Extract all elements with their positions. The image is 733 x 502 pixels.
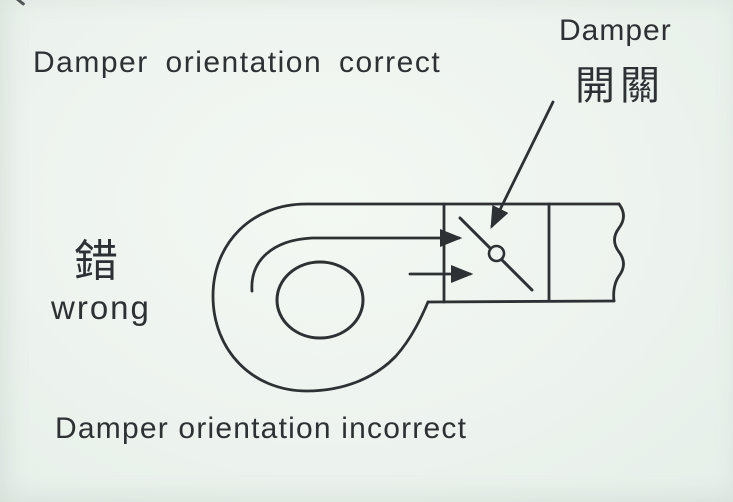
duct-break-wavy-line xyxy=(612,202,625,303)
damper-leader-arrow xyxy=(490,100,555,230)
fan-inlet-circle xyxy=(275,260,365,340)
duct-bottom-wall xyxy=(426,299,616,304)
wrong-label-zh: 錯 xyxy=(74,237,118,286)
airflow-arrow-upper xyxy=(250,229,463,293)
wrong-label-en: wrong xyxy=(51,289,151,326)
damper-pivot-circle xyxy=(487,244,506,263)
damper-callout-label-en: Damper xyxy=(559,14,672,47)
caption-damper-orientation-incorrect: Damper orientation incorrect xyxy=(55,412,468,445)
fan-scroll-outline xyxy=(211,202,621,393)
heading-damper-orientation-correct: Damper orientation correct xyxy=(33,46,442,79)
damper-callout-label-zh: 開關 xyxy=(575,64,665,108)
